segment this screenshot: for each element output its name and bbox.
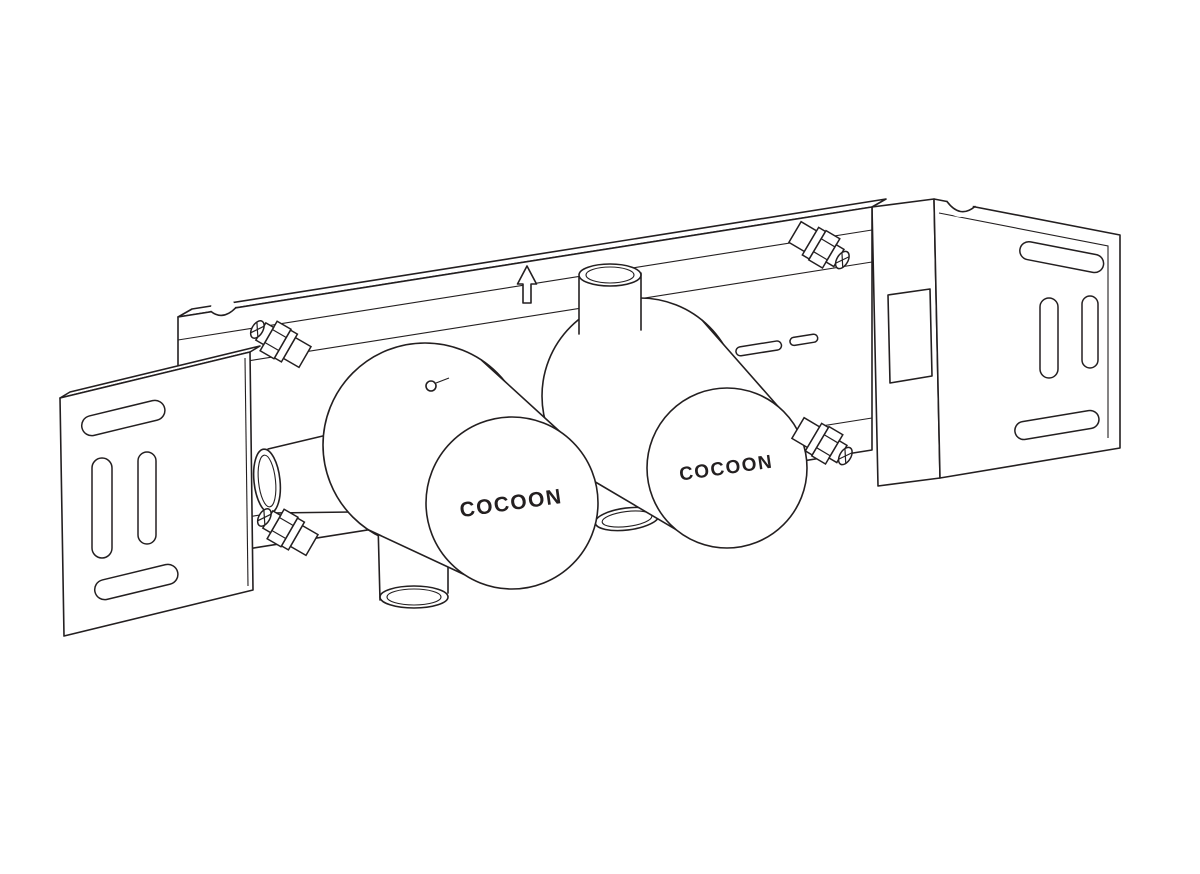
panel-slot-1 (735, 340, 783, 357)
right-bracket-inner-edge (938, 212, 1109, 438)
right-bracket-flange-cutout (887, 288, 933, 384)
valve-right: COCOON (541, 263, 808, 549)
right-bracket-slot-vertical-2 (1081, 295, 1099, 369)
left-bracket-slot-vertical-2 (137, 451, 157, 545)
right-bracket-slot-top (1019, 240, 1105, 274)
panel-slot-2 (789, 333, 819, 347)
left-bracket-slot-bottom (93, 563, 179, 601)
valve-right-top-port (578, 263, 642, 336)
right-bracket-slot-vertical-1 (1039, 297, 1059, 379)
panel-notch-mask (211, 296, 235, 320)
left-bracket-slot-vertical-1 (91, 457, 113, 559)
left-bracket-slot-top (80, 399, 166, 437)
left-bracket-edge-line (244, 357, 249, 587)
valve-left-bleed-screw (425, 377, 450, 392)
valve-left: COCOON (252, 342, 599, 609)
panel-notch (210, 306, 237, 317)
left-bracket (59, 345, 261, 637)
right-bracket-notch-mask (947, 191, 973, 217)
valve-right-face (646, 387, 808, 549)
valve-left-face (425, 416, 599, 590)
right-bracket-slot-bottom (1014, 409, 1100, 441)
right-bracket (871, 191, 1121, 487)
arrow-up-icon (516, 265, 538, 304)
right-bracket-notch (946, 200, 976, 213)
